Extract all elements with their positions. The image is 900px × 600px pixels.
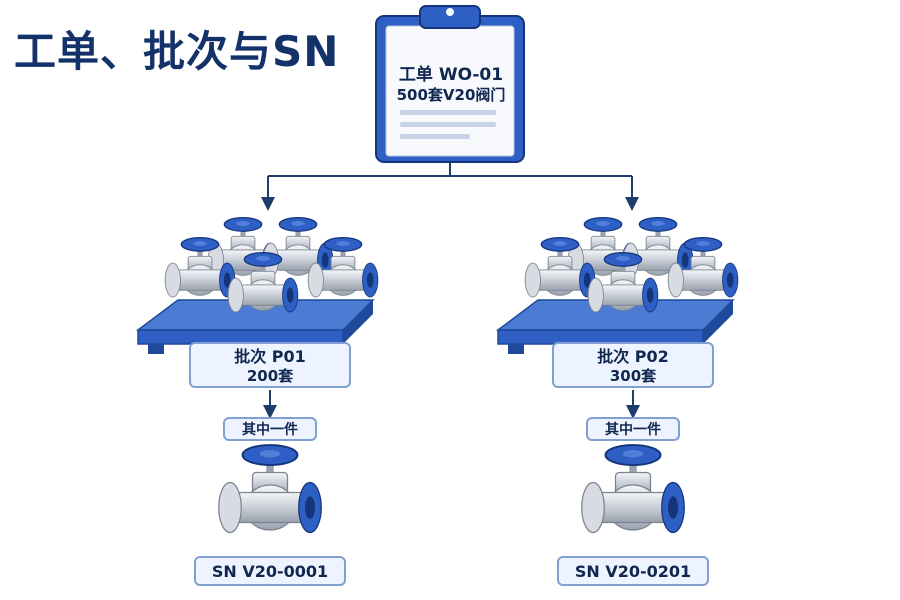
batch-box-p01: 批次 P01 200套 bbox=[189, 342, 351, 388]
serial-number-box: SN V20-0201 bbox=[557, 556, 709, 586]
page-title: 工单、批次与SN bbox=[14, 27, 340, 76]
serial-number-box: SN V20-0001 bbox=[194, 556, 346, 586]
work-order-label: 工单 WO-01 bbox=[398, 65, 504, 85]
batch-label: 批次 P02 bbox=[597, 347, 669, 366]
batch-box-p02: 批次 P02 300套 bbox=[552, 342, 714, 388]
batch-quantity: 200套 bbox=[246, 367, 294, 385]
valve-icon bbox=[580, 444, 686, 534]
work-order-quantity: 500套V20阀门 bbox=[396, 86, 506, 104]
batch-label: 批次 P01 bbox=[234, 347, 306, 366]
valve-icon bbox=[217, 444, 323, 534]
one-of-label: 其中一件 bbox=[223, 417, 317, 441]
batch-quantity: 300套 bbox=[609, 367, 657, 385]
valve-pallet-icon bbox=[497, 216, 739, 355]
one-of-label: 其中一件 bbox=[586, 417, 680, 441]
valve-pallet-icon bbox=[137, 216, 379, 355]
work-order-branch-arrows bbox=[261, 162, 639, 211]
clipboard-icon bbox=[375, 5, 525, 163]
